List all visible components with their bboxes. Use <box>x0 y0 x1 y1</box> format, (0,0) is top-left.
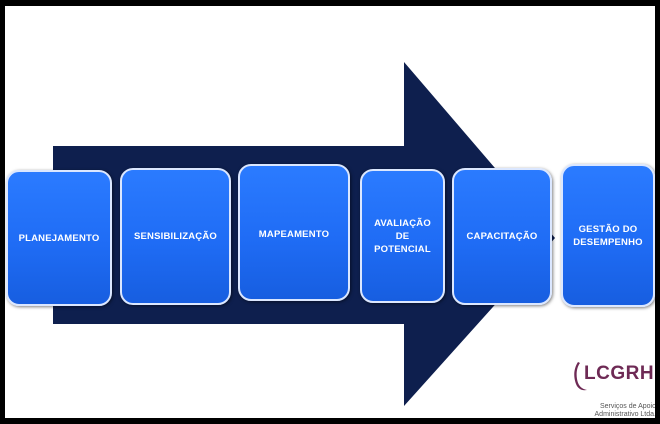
slide: PLANEJAMENTO SENSIBILIZAÇÃO MAPEAMENTO A… <box>5 6 655 418</box>
step-planejamento: PLANEJAMENTO <box>6 170 112 306</box>
company-logo: LCGRH Serviços de Apoio Administrativo L… <box>564 358 655 418</box>
logo-tagline: Serviços de Apoio Administrativo Ltda. <box>594 403 655 418</box>
logo-name: LCGRH <box>584 363 655 384</box>
step-sensibilizacao: SENSIBILIZAÇÃO <box>120 168 231 305</box>
step-capacitacao: CAPACITAÇÃO <box>452 168 552 305</box>
step-avaliacao-de-potencial: AVALIAÇÃO DE POTENCIAL <box>360 169 445 303</box>
logo-swoosh-icon <box>574 362 587 391</box>
step-gestao-do-desempenho: GESTÃO DO DESEMPENHO <box>561 164 655 307</box>
step-mapeamento: MAPEAMENTO <box>238 164 350 301</box>
